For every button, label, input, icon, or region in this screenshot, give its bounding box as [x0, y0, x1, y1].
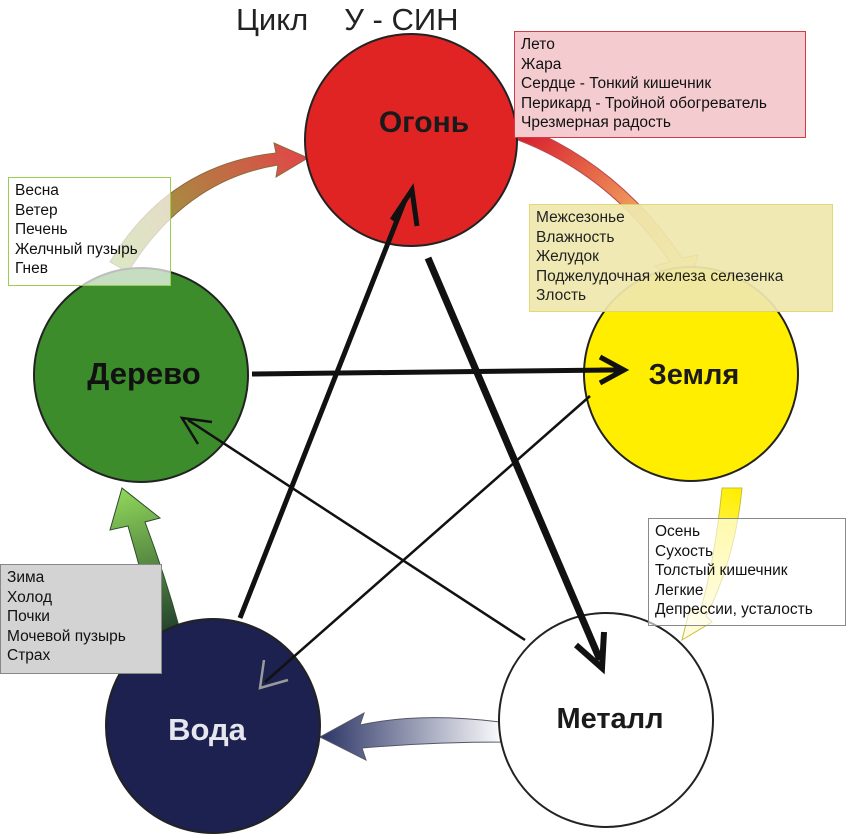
- wood-info-box: Весна Ветер Печень Желчный пузырь Гнев: [8, 177, 171, 286]
- metal-label: Металл: [556, 703, 663, 735]
- info-line: Лето: [521, 36, 555, 53]
- title-part-1: Цикл: [236, 2, 309, 37]
- info-line: Перикард - Тройной обогреватель: [521, 94, 768, 112]
- arrow-earth-water: [264, 395, 591, 683]
- arrow-fire-metal: [424, 256, 604, 662]
- arrowhead-metal: [574, 631, 607, 675]
- water-info-box: Зима Холод Почки Мочевой пузырь Страх: [0, 564, 162, 674]
- arrowhead-earth: [598, 354, 630, 386]
- fire-label: Огонь: [379, 106, 469, 139]
- info-line: Сухость: [655, 542, 714, 560]
- wood-label: Дерево: [87, 356, 200, 391]
- info-line: Холод: [7, 588, 52, 606]
- fire-circle: [304, 33, 518, 247]
- earth-label: Земля: [649, 359, 740, 391]
- arrowhead-wood: [179, 416, 213, 445]
- info-line: Мочевой пузырь: [7, 627, 126, 645]
- info-line: Поджелудочная железа селезенка: [536, 267, 784, 285]
- arrow-metal-wood: [187, 418, 526, 642]
- earth-info-box: Межсезонье Влажность Желудок Поджелудочн…: [529, 204, 833, 312]
- water-label: Вода: [168, 712, 247, 747]
- metal-info-box: Осень Сухость Толстый кишечник Легкие Де…: [648, 518, 846, 626]
- info-line: Страх: [7, 647, 51, 664]
- info-line: Весна: [15, 182, 59, 199]
- info-line: Зима: [7, 569, 45, 586]
- controlling-cycle-arrows: [179, 183, 630, 690]
- info-line: Гнев: [15, 260, 48, 277]
- info-line: Межсезонье: [536, 209, 625, 226]
- arrow-water-fire: [237, 199, 408, 619]
- info-line: Ветер: [15, 201, 58, 219]
- arrowhead-water: [258, 659, 289, 690]
- info-line: Жара: [521, 55, 562, 73]
- info-line: Сердце - Тонкий кишечник: [521, 75, 712, 92]
- arrowhead-fire: [389, 183, 420, 227]
- info-line: Толстый кишечник: [655, 562, 788, 579]
- info-line: Печень: [15, 221, 68, 238]
- info-line: Желчный пузырь: [15, 240, 138, 258]
- info-line: Почки: [7, 608, 50, 625]
- arrow-metal-to-water: [318, 711, 506, 761]
- title-part-2: У - СИН: [344, 2, 459, 37]
- info-line: Влажность: [536, 228, 615, 246]
- info-line: Желудок: [536, 248, 599, 265]
- info-line: Осень: [655, 523, 701, 540]
- metal-circle: [498, 612, 714, 828]
- info-line: Чрезмерная радость: [521, 114, 671, 131]
- info-line: Депрессии, усталость: [655, 601, 813, 618]
- info-line: Злость: [536, 287, 587, 304]
- arrow-wood-earth: [251, 367, 613, 377]
- page-title: Цикл У - СИН: [236, 2, 495, 38]
- fire-info-box: Лето Жара Сердце - Тонкий кишечник Перик…: [514, 31, 806, 138]
- info-line: Легкие: [655, 581, 704, 599]
